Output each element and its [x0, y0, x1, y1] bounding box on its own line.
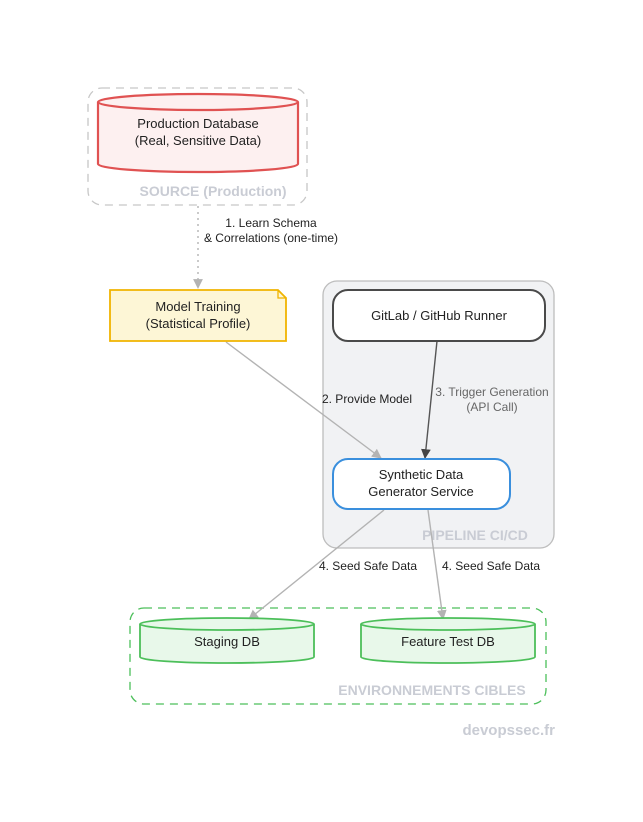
edge-seed-feature-label: 4. Seed Safe Data — [442, 559, 540, 573]
edge-seed-staging-label: 4. Seed Safe Data — [319, 559, 417, 573]
edge-learn: 1. Learn Schema & Correlations (one-time… — [193, 206, 338, 289]
staging-db-label: Staging DB — [194, 634, 260, 649]
runner-node[interactable]: GitLab / GitHub Runner — [332, 289, 546, 342]
edge-provide-label: 2. Provide Model — [322, 392, 412, 406]
model-training-node[interactable]: Model Training (Statistical Profile) — [109, 289, 287, 342]
staging-db-node[interactable]: Staging DB — [139, 617, 315, 664]
source-group: SOURCE (Production) — [87, 87, 308, 206]
edge-trigger-label-1: 3. Trigger Generation — [435, 385, 548, 399]
model-training-label-1: Model Training — [155, 299, 240, 314]
edge-seed-staging: 4. Seed Safe Data — [248, 509, 417, 620]
production-database-label-1: Production Database — [137, 116, 258, 131]
production-database-label-2: (Real, Sensitive Data) — [135, 133, 261, 148]
targets-group: ENVIRONNEMENTS CIBLES — [129, 607, 547, 705]
feature-test-db-node[interactable]: Feature Test DB — [360, 617, 536, 664]
model-training-label-2: (Statistical Profile) — [146, 316, 251, 331]
source-group-label: SOURCE (Production) — [140, 183, 287, 199]
generator-service-node[interactable]: Synthetic Data Generator Service — [332, 458, 511, 510]
edge-learn-label-1: 1. Learn Schema — [225, 216, 317, 230]
feature-test-db-label: Feature Test DB — [401, 634, 495, 649]
edge-trigger-label-2: (API Call) — [466, 400, 517, 414]
runner-label: GitLab / GitHub Runner — [371, 308, 508, 323]
generator-service-label-1: Synthetic Data — [379, 467, 464, 482]
edge-trigger: 3. Trigger Generation (API Call) — [421, 340, 549, 459]
production-database-node[interactable]: Production Database (Real, Sensitive Dat… — [96, 92, 300, 174]
watermark: devopssec.fr — [462, 722, 555, 739]
generator-service-label-2: Generator Service — [368, 484, 474, 499]
edge-learn-label-2: & Correlations (one-time) — [204, 231, 338, 245]
targets-group-label: ENVIRONNEMENTS CIBLES — [338, 682, 525, 698]
edge-seed-feature: 4. Seed Safe Data — [427, 509, 540, 620]
edge-provide: 2. Provide Model — [225, 341, 412, 459]
pipeline-group-label: PIPELINE CI/CD — [422, 527, 528, 543]
